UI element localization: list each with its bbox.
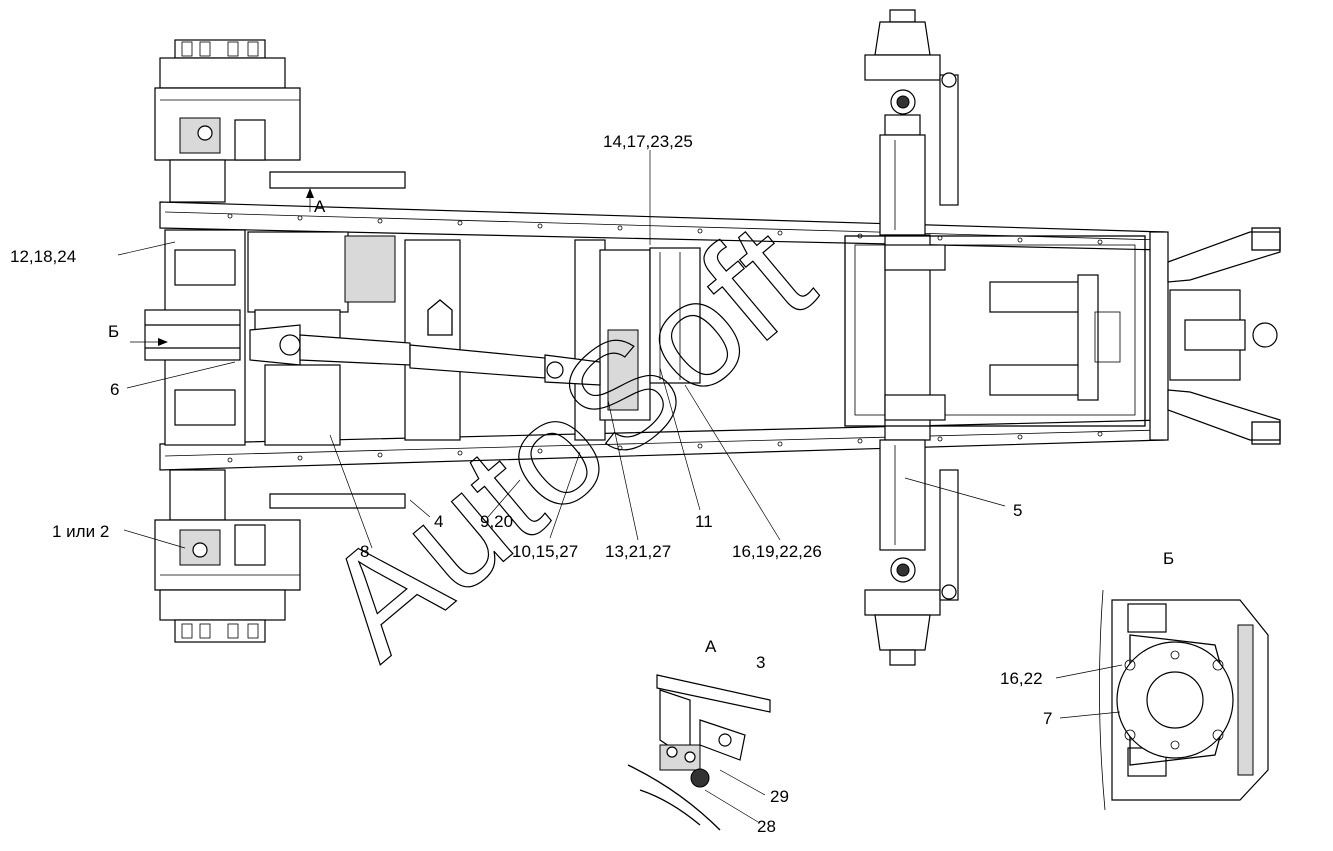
callout-29: 29 — [770, 787, 789, 806]
front-axle — [144, 39, 406, 643]
view-b-marker: Б — [108, 322, 119, 341]
view-a-marker: А — [314, 197, 326, 216]
detail-view-b — [1055, 589, 1269, 811]
callout-labels: 12,18,24 Б 6 1 или 2 А 8 4 9,20 10,15,27… — [10, 132, 1174, 836]
drive-shaft — [249, 324, 601, 386]
frame-internals — [844, 235, 1146, 427]
callout-6: 6 — [110, 380, 119, 399]
callout-11: 11 — [695, 512, 713, 531]
callout-7: 7 — [1043, 709, 1052, 728]
view-a-title: А — [705, 637, 717, 656]
callout-10-15-27: 10,15,27 — [512, 542, 578, 561]
callout-28: 28 — [757, 817, 776, 836]
detail-view-a — [627, 674, 771, 831]
callout-9-20: 9,20 — [480, 512, 513, 531]
callout-3: 3 — [756, 653, 765, 672]
callout-12-18-24: 12,18,24 — [10, 247, 76, 266]
callout-8: 8 — [360, 542, 369, 561]
callout-4: 4 — [434, 512, 443, 531]
rear-axle — [864, 9, 959, 666]
view-b-title: Б — [1163, 549, 1174, 568]
callout-5: 5 — [1013, 501, 1022, 520]
gearbox — [247, 231, 701, 446]
callout-1-or-2: 1 или 2 — [52, 522, 109, 541]
callout-13-21-27: 13,21,27 — [605, 542, 671, 561]
callout-14-17-23-25: 14,17,23,25 — [603, 132, 693, 151]
callout-leaders — [117, 150, 1006, 549]
callout-16-19-22-26: 16,19,22,26 — [732, 542, 822, 561]
callout-16-22: 16,22 — [1000, 669, 1043, 688]
